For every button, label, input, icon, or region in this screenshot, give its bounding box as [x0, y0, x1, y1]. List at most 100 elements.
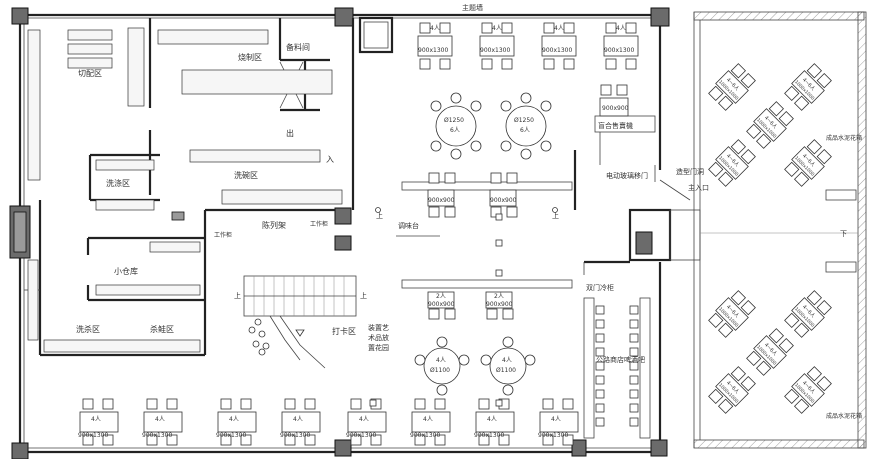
- table-size: 900x1300: [142, 432, 172, 439]
- seat-count: 4人: [430, 25, 440, 32]
- exterior-boundary: [693, 11, 867, 449]
- label-roast: 烧制区: [238, 52, 262, 62]
- bar-stool: [595, 361, 605, 371]
- label-main-entry: 主入口: [688, 183, 709, 192]
- seat-count: 2人: [494, 293, 504, 300]
- seat-count: 4人: [155, 416, 165, 423]
- label-up-1: 上: [376, 211, 383, 220]
- seat-count: 4人: [487, 416, 497, 423]
- mid-booth-row: [401, 172, 573, 218]
- table-size: 900x1300: [346, 432, 376, 439]
- table-size: 900x1300: [480, 47, 510, 54]
- bar-stool: [595, 403, 605, 413]
- bar-stool: [595, 305, 605, 315]
- label-prep: 切配区: [78, 69, 102, 78]
- four-seat-table: [603, 22, 639, 70]
- bar-stool: [629, 389, 639, 399]
- label-seasoning: 调味台: [398, 221, 419, 230]
- seat-count: 4人: [616, 25, 626, 32]
- label-planter-top: 成品水泥花箱: [826, 134, 862, 142]
- table-size: 900x900: [428, 197, 455, 204]
- four-seat-table: [417, 22, 453, 70]
- table-size: 900x1300: [280, 432, 310, 439]
- label-display-rack: 陈列架: [262, 220, 286, 230]
- label-glass-door: 电动玻璃移门: [606, 171, 648, 180]
- label-vending: 盲合售賣機: [598, 121, 633, 130]
- table-size: Ø1250: [514, 117, 534, 124]
- bar-stool: [629, 403, 639, 413]
- table-size: 900x900: [602, 105, 629, 112]
- label-down: 下: [840, 230, 847, 238]
- bar-stool: [629, 361, 639, 371]
- table-size: 900x1300: [216, 432, 246, 439]
- table-size: 900x1300: [474, 432, 504, 439]
- small-posts: [369, 213, 503, 407]
- table-size: 900x1300: [542, 47, 572, 54]
- seat-count: 4人: [502, 357, 512, 364]
- table-size: 900x1300: [78, 432, 108, 439]
- bar-stool: [629, 375, 639, 385]
- label-checkin: 打卡区: [332, 326, 356, 336]
- table-size: Ø1250: [444, 117, 464, 124]
- four-seat-table: [539, 398, 579, 446]
- four-seat-table: [281, 398, 321, 446]
- label-bar: 公路商店啤酒吧: [596, 355, 645, 364]
- label-ingredients: 备料间: [286, 42, 310, 52]
- bottom-four-seat-tables: [79, 398, 579, 446]
- table-size: 900x1300: [538, 432, 568, 439]
- bar-stool: [629, 305, 639, 315]
- label-dishwash: 洗碗区: [234, 170, 258, 180]
- seat-count: 4人: [492, 25, 502, 32]
- staircase: [243, 275, 357, 369]
- label-up-3: 上: [234, 291, 241, 300]
- bar-stool: [595, 333, 605, 343]
- seat-count: 4人: [551, 416, 561, 423]
- bar-stool: [629, 319, 639, 329]
- bar-stool: [595, 375, 605, 385]
- seat-count: 4人: [91, 416, 101, 423]
- room-labels: 主题墙 切配区 烧制区 备料间 出 入 洗碗区 洗涤区 小仓库 洗杀区 杀鲑区 …: [76, 3, 862, 420]
- label-art-1: 装置艺: [368, 323, 389, 332]
- entry-structure: [375, 132, 701, 275]
- label-butcher: 杀鲑区: [150, 324, 174, 334]
- bar-stool: [629, 333, 639, 343]
- label-out: 出: [286, 128, 294, 138]
- four-seat-table: [541, 22, 577, 70]
- seat-count: 4人: [359, 416, 369, 423]
- label-wash-kill: 洗杀区: [76, 324, 100, 334]
- four-seat-table: [79, 398, 119, 446]
- four-seat-table: [217, 398, 257, 446]
- label-workbench-1: 工作柜: [214, 231, 232, 239]
- four-seat-table: [347, 398, 387, 446]
- seat-count: 6人: [450, 127, 460, 134]
- label-double-fridge: 双门冷柜: [586, 283, 614, 292]
- table-size: 900x900: [428, 301, 455, 308]
- two-seat-tables: [401, 279, 573, 320]
- seat-count: 2人: [436, 293, 446, 300]
- outer-walls: [18, 13, 662, 454]
- table-size: 900x900: [490, 197, 517, 204]
- table-size: 900x900: [486, 301, 513, 308]
- bar-stool: [595, 417, 605, 427]
- seat-count: 4人: [554, 25, 564, 32]
- table-size: Ø1100: [430, 367, 450, 374]
- four-seat-table: [475, 398, 515, 446]
- label-small-store: 小仓库: [114, 266, 138, 276]
- structural-columns: [9, 7, 670, 459]
- top-four-seat-tables: [417, 22, 639, 70]
- label-door-head: 造型门洞: [676, 167, 704, 176]
- four-seat-table: [411, 398, 451, 446]
- seat-count: 4人: [293, 416, 303, 423]
- label-up-4: 上: [360, 291, 367, 300]
